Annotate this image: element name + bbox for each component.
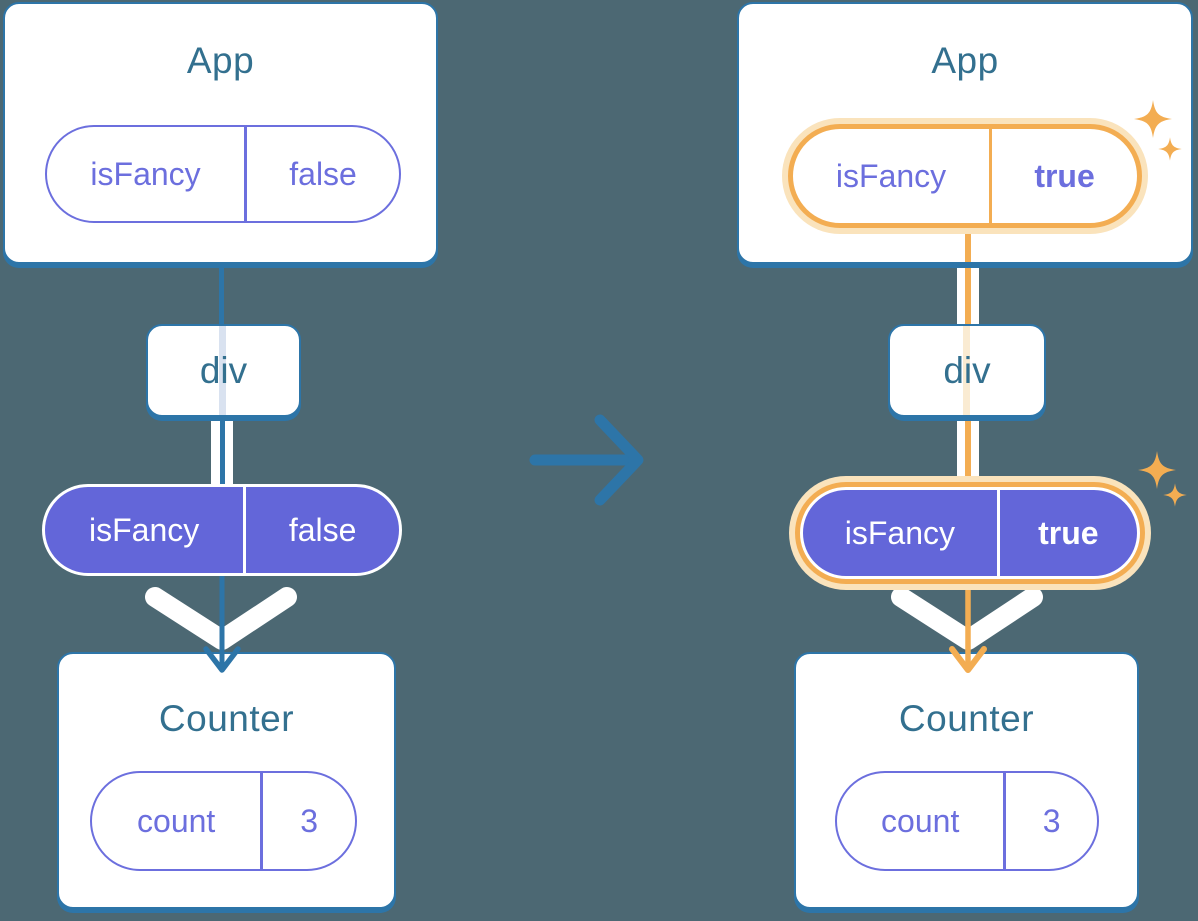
before-arrow-down-icon [145, 571, 297, 673]
before-prop-rail [211, 415, 233, 487]
after-prop-rail-upper [957, 266, 979, 325]
prop-value: false [289, 155, 357, 192]
after-div-label: div [943, 349, 991, 391]
pill-divider [244, 127, 248, 221]
before-prop-rail-core [219, 415, 225, 487]
state-name: count [881, 802, 960, 839]
before-counter-title: Counter [158, 698, 295, 739]
before-div-inner-line [219, 326, 226, 415]
after-app-inner-prop-line [965, 224, 971, 262]
after-app-title: App [931, 40, 999, 81]
pill-divider [996, 490, 1000, 576]
prop-name: isFancy [90, 155, 201, 192]
prop-name: isFancy [835, 157, 947, 194]
pill-divider [1003, 773, 1007, 869]
pill-divider [243, 487, 247, 573]
before-div-node-box: div [146, 324, 301, 417]
prop-value: true [1034, 157, 1095, 194]
before-prop-line-app-div [219, 266, 224, 326]
pill-divider [260, 773, 264, 869]
after-prop-rail-core [965, 415, 971, 487]
after-counter-title: Counter [898, 698, 1035, 739]
after-arrow-down-icon [891, 571, 1043, 673]
after-counter-component-box: Counter count 3 [794, 652, 1139, 909]
arrow-right-icon [529, 414, 644, 506]
before-app-prop-pill: isFancy false [45, 125, 401, 223]
sparkles-icon [1134, 100, 1182, 161]
before-app-title: App [186, 40, 255, 81]
prop-name: isFancy [844, 514, 955, 551]
after-counter-state-pill: count 3 [835, 771, 1099, 871]
sparkles-icon [1138, 451, 1187, 507]
after-app-component-box: App isFancy true [737, 2, 1193, 264]
state-name: count [137, 802, 216, 839]
before-app-component-box: App isFancy false [3, 2, 438, 264]
before-counter-state-pill: count 3 [90, 771, 357, 871]
after-passed-prop-pill: isFancy true [800, 487, 1140, 579]
before-passed-prop-pill: isFancy false [42, 484, 402, 576]
state-value: 3 [300, 802, 319, 839]
after-prop-rail-lower [957, 415, 979, 487]
after-app-prop-pill: isFancy true [788, 124, 1142, 228]
state-value: 3 [1042, 802, 1061, 839]
prop-name: isFancy [88, 511, 200, 548]
prop-value: true [1038, 514, 1099, 551]
pill-divider [989, 129, 993, 223]
before-div-label: div [199, 349, 248, 391]
after-div-inner-line [963, 326, 970, 415]
before-counter-component-box: Counter count 3 [57, 652, 396, 909]
after-prop-rail-core [965, 266, 971, 325]
prop-value: false [288, 511, 357, 548]
after-div-node-box: div [888, 324, 1046, 417]
